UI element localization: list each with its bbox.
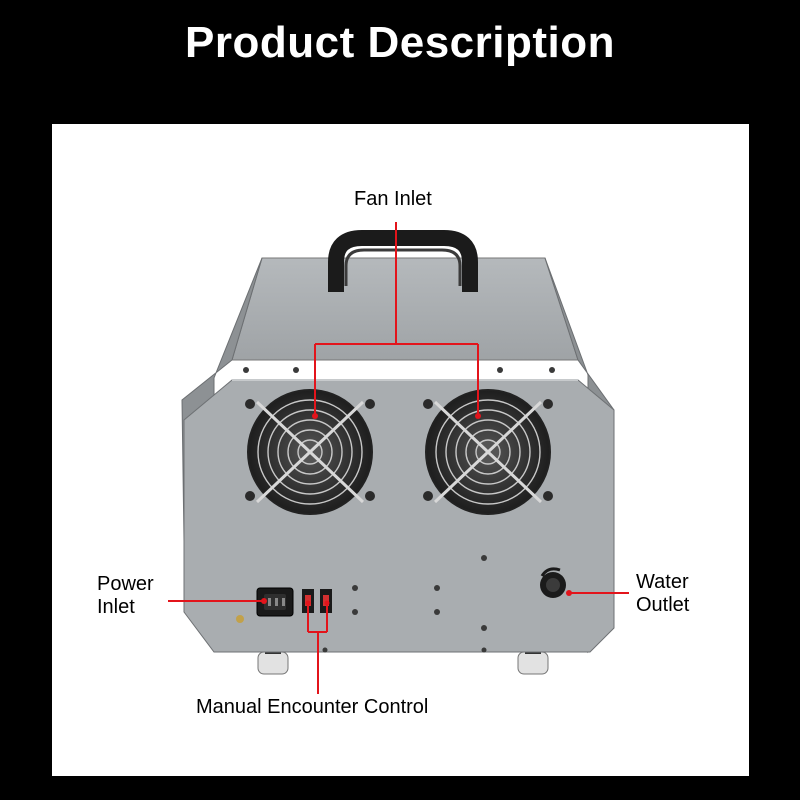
page-title: Product Description [185, 18, 615, 67]
callout-dots [261, 413, 572, 606]
cooling-fan-left [245, 389, 375, 515]
power-inlet-socket [236, 587, 294, 623]
callout-lines [168, 222, 629, 694]
fan-inlet-label: Fan Inlet [354, 188, 432, 210]
power-inlet-label: Power Inlet [97, 573, 187, 619]
carry-handle [328, 230, 478, 292]
water-outlet-label-line2: Outlet [636, 594, 690, 616]
power-inlet-label-line2: Inlet [97, 596, 135, 618]
water-outlet-label: Water Outlet [636, 571, 716, 617]
water-outlet-label-line1: Water [636, 571, 689, 593]
cooling-fan-right [423, 389, 553, 515]
water-outlet-connector [540, 567, 566, 598]
power-inlet-label-line1: Power [97, 573, 154, 595]
manual-control-label: Manual Encounter Control [196, 696, 429, 718]
